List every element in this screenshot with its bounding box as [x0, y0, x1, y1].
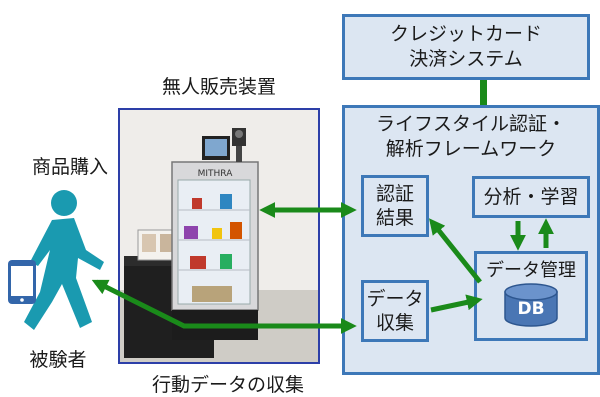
walking-person-icon — [24, 190, 104, 330]
credit-card-payment-label: クレジットカード 決済システム — [389, 23, 542, 70]
vending-machine-caption: 無人販売装置 — [161, 76, 276, 98]
behavior-data-collection-label: 行動データの収集 — [151, 374, 304, 396]
data-collection-box: データ 収集 — [361, 280, 429, 342]
subject-label: 被験者 — [29, 349, 87, 371]
brand-label: MITHRA — [198, 169, 234, 179]
product-purchase-label: 商品購入 — [31, 156, 108, 178]
analysis-learning-box: 分析・学習 — [472, 176, 590, 218]
person-collection-arrow — [91, 279, 357, 335]
dm-to-auth-arrow — [429, 218, 482, 284]
db-label: DB — [517, 299, 544, 319]
analysis-learning-label: 分析・学習 — [483, 186, 579, 208]
data-management-label: データ管理 — [486, 260, 576, 281]
credit-framework-connector — [480, 80, 487, 108]
credit-card-payment-box: クレジットカード 決済システム — [342, 14, 590, 80]
database-icon: DB — [504, 283, 558, 327]
auth-result-box: 認証 結果 — [361, 175, 429, 237]
vending-machine-illustration: MITHRA — [120, 110, 318, 362]
framework-title: ライフスタイル認証・ 解析フレームワーク — [375, 113, 566, 160]
smartphone-icon — [8, 260, 36, 304]
auth-result-label: 認証 結果 — [375, 183, 414, 229]
data-collection-label: データ 収集 — [366, 288, 424, 334]
collection-to-dm-arrow — [430, 294, 483, 313]
